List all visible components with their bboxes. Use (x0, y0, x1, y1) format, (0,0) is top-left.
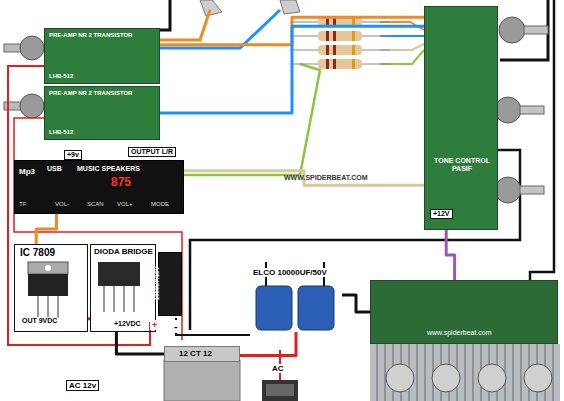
text-label: AC (270, 364, 286, 373)
component-label: MUSIC SPEAKERS (77, 165, 140, 173)
pot-stub (280, 0, 300, 14)
wire-connector (116, 332, 164, 354)
wire-connector (240, 332, 296, 356)
wire (160, 10, 280, 48)
wire (176, 318, 250, 335)
component-box: TONE CONTROL PASIF (424, 6, 498, 230)
component-box: Mp3 USB MUSIC SPEAKERS 875TF VOL- SCAN VOL+ MOD… (14, 160, 184, 214)
component-label: TF (19, 201, 26, 208)
component-label: 1000UF/16V (154, 267, 161, 301)
potentiometer (4, 36, 44, 118)
component-box: PRE-AMP NR 2 TRANSISTOR LHB-512 (44, 86, 160, 140)
component-label: LHB-512 (49, 73, 73, 80)
component-label: ELCO 10000UF/50V (252, 268, 328, 277)
component-label: VOL+ (117, 201, 133, 208)
heatsink (370, 344, 560, 401)
component-box: PRE-AMP NR 2 TRANSISTOR LHB-512 (44, 28, 160, 84)
text-label: + (150, 320, 159, 330)
wire (530, 0, 554, 280)
component-box: 1000UF/16V (158, 252, 182, 316)
wire (184, 64, 320, 175)
wire (500, 0, 548, 60)
wire-connector (36, 214, 56, 244)
transformer-body (164, 360, 240, 401)
wire-connector (342, 295, 370, 312)
component-label: OUT 9VDC (21, 317, 58, 325)
text-label: +12VDC (112, 320, 143, 328)
wire-connector (446, 230, 454, 280)
component-label: SCAN (87, 201, 104, 208)
component-label: 12 CT 12 (179, 349, 212, 358)
component-label: Mp3 (19, 167, 35, 176)
component-box: IC 7809OUT 9VDC (14, 244, 88, 332)
component-label: TONE CONTROL PASIF (431, 157, 493, 173)
component-label: VOL- (55, 201, 69, 208)
regulator-ic (28, 262, 68, 318)
wire-connector (160, 26, 424, 113)
wire-connector (184, 171, 424, 185)
text-label: +9v (64, 150, 82, 160)
ac-socket (262, 350, 298, 401)
component-box: 12 CT 12 (164, 346, 240, 362)
component-box: www.spiderbeat.com (370, 280, 558, 344)
component-label: www.spiderbeat.com (427, 329, 492, 337)
wire (160, 10, 210, 40)
text-label: AC 12v (66, 380, 99, 391)
wire (160, 0, 170, 30)
component-label: LHB-512 (49, 129, 73, 136)
wire (380, 44, 424, 50)
diode-bridge (98, 262, 140, 312)
wire (14, 118, 182, 340)
component-label: IC 7809 (19, 247, 56, 259)
component-label: USB (47, 165, 62, 173)
text-label: +12V (430, 209, 453, 219)
component-label: PRE-AMP NR 2 TRANSISTOR (49, 90, 132, 97)
potentiometer (495, 17, 548, 203)
component-label: MODE (151, 201, 169, 208)
wire (380, 50, 424, 64)
component-box: DIODA BRIDGE (90, 244, 156, 332)
text-label: - (172, 320, 180, 333)
component-label: 875 (111, 176, 131, 190)
component-label: PRE-AMP NR 2 TRANSISTOR (49, 32, 132, 39)
pot-stub (200, 0, 222, 16)
component-box: ELCO 10000UF/50V (250, 258, 342, 332)
text-label: OUTPUT L/R (128, 147, 176, 157)
component-label: DIODA BRIDGE (93, 247, 154, 256)
text-label: WWW.SPIDERBEAT.COM (284, 174, 367, 182)
